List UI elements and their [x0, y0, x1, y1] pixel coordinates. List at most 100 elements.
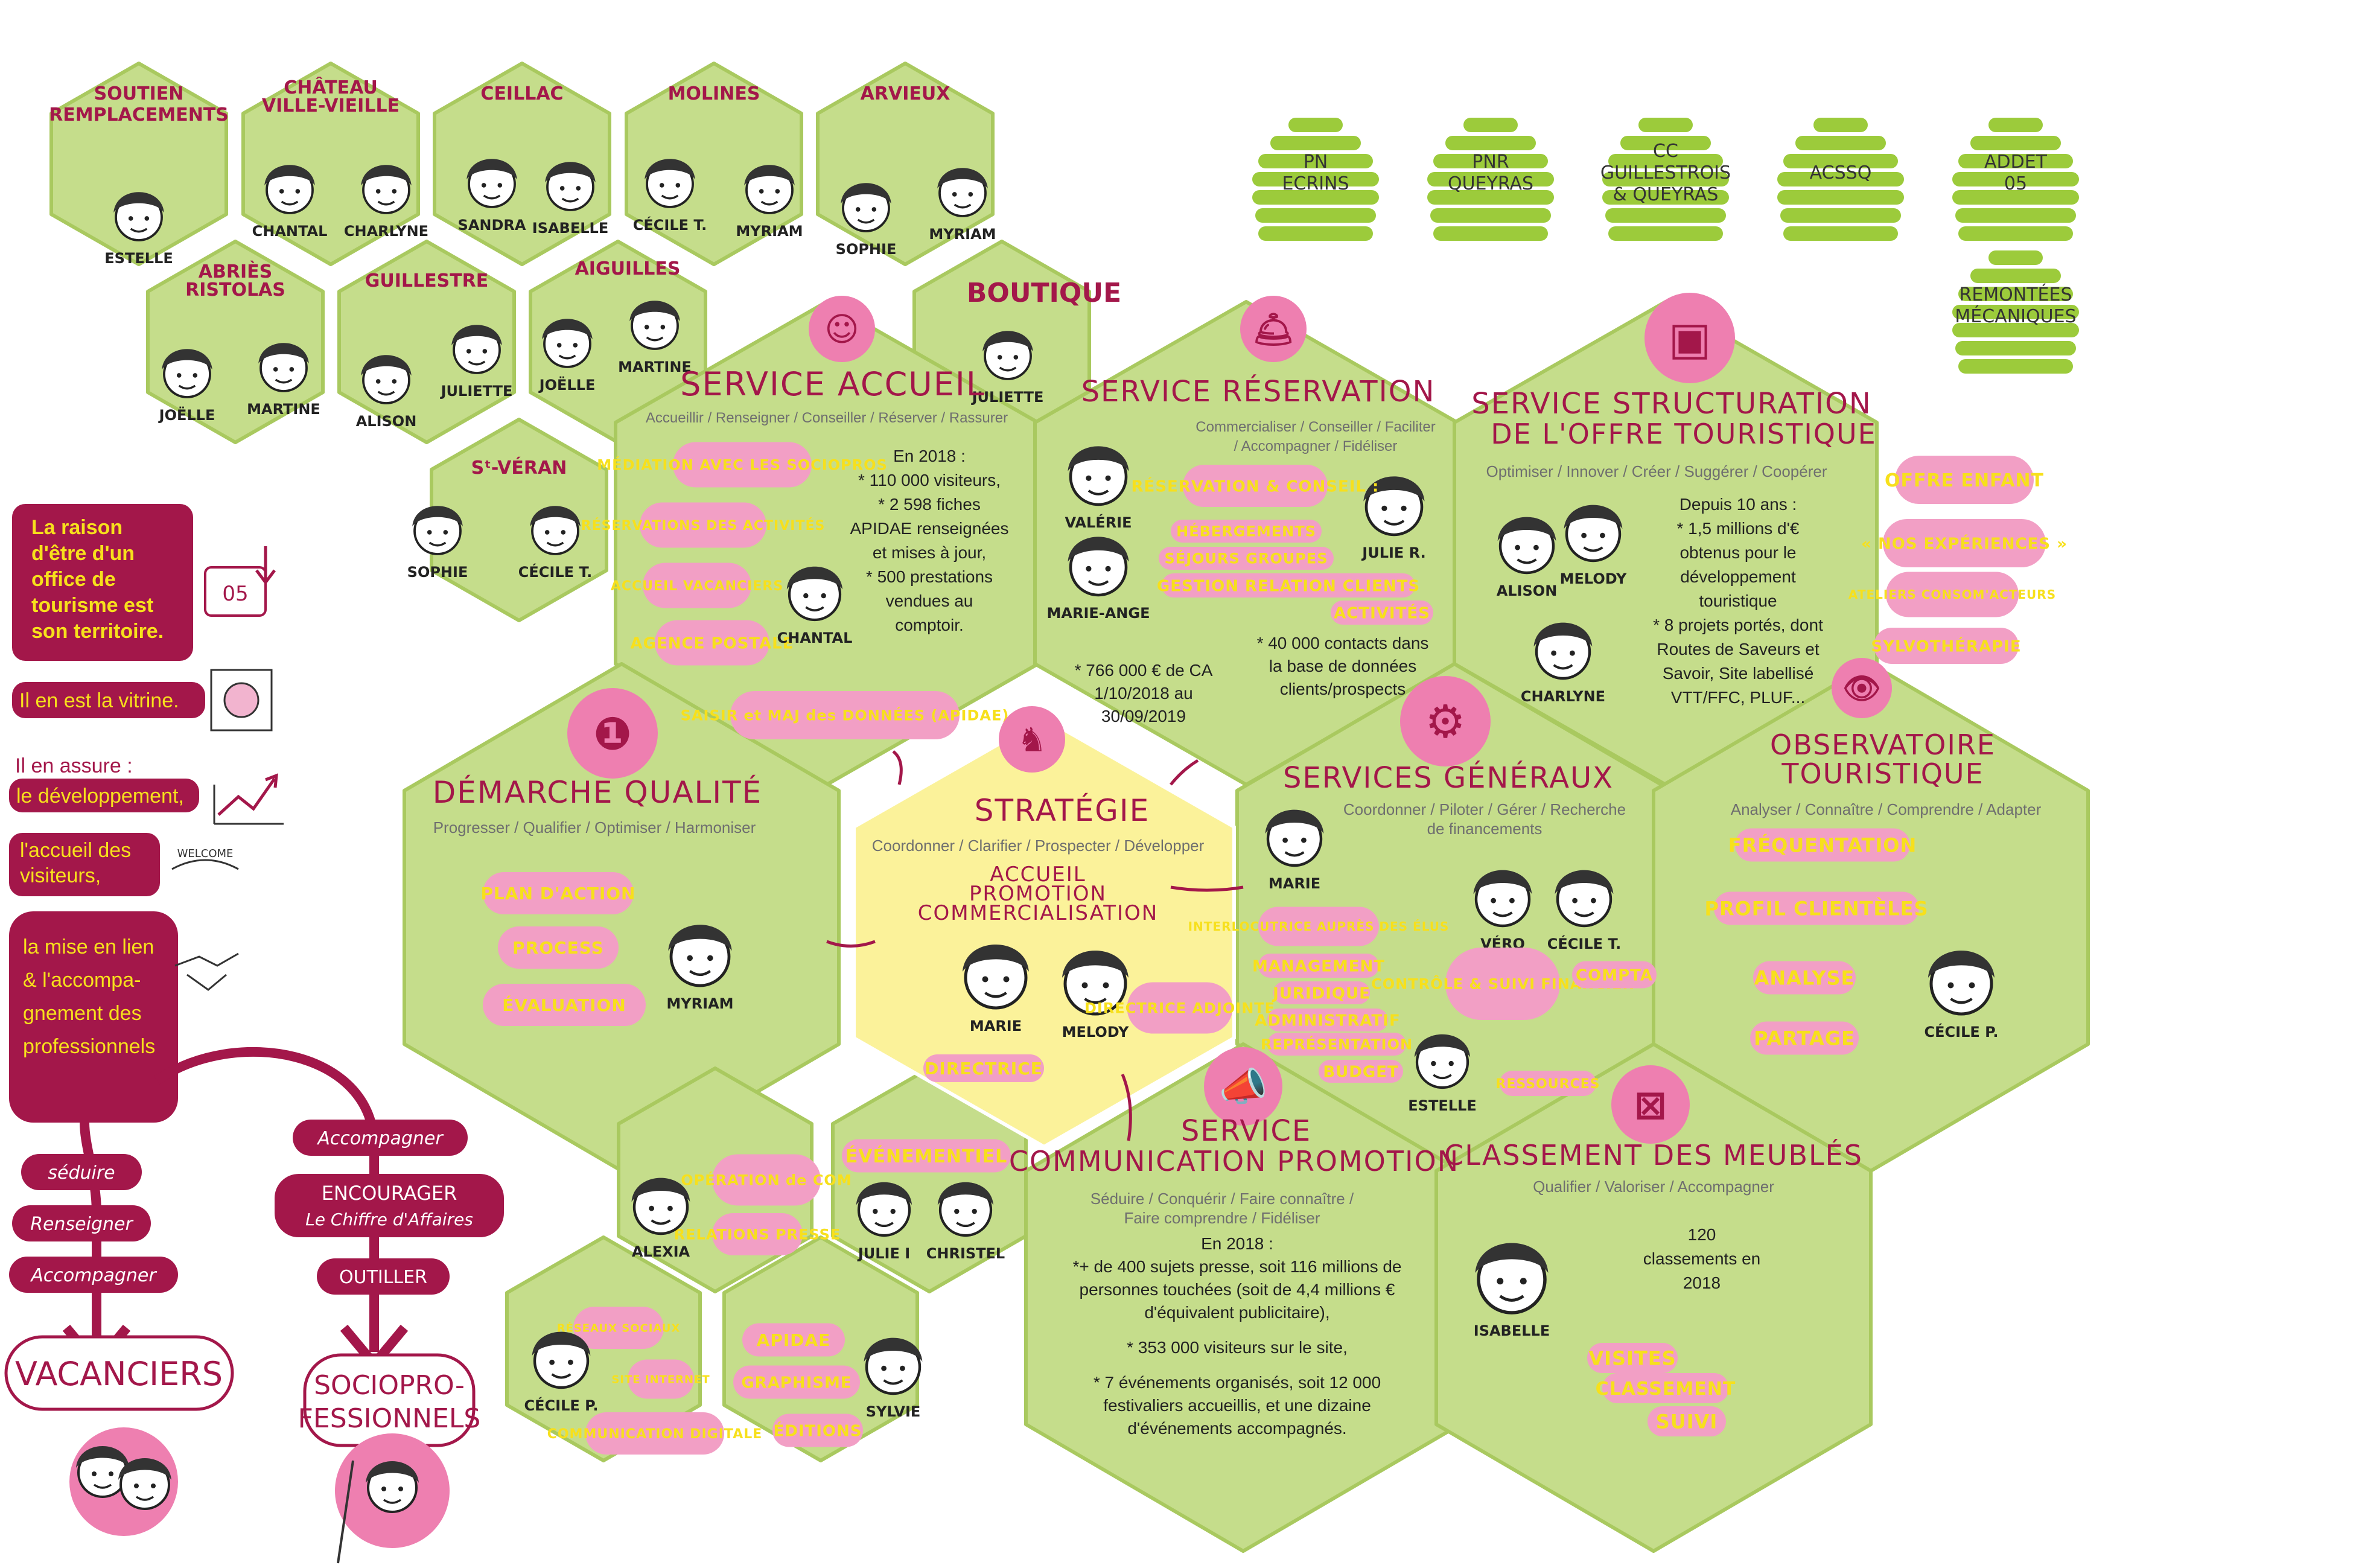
- arrow-to-generaux: [1170, 885, 1244, 892]
- cell-title: ABRIÈS: [199, 261, 272, 282]
- hex-strategie: [852, 716, 1236, 1149]
- tag-sejours: SÉJOURS GROUPES: [1159, 547, 1334, 570]
- person-portrait: CÉCILE T.: [1547, 870, 1621, 952]
- pill-label: VISITES: [1588, 1347, 1676, 1370]
- hive-band: [1952, 305, 2079, 319]
- welcome-icon: WELCOME: [171, 847, 239, 870]
- tag-suivi: SUIVI: [1648, 1406, 1726, 1436]
- section-subtitle: / Accompagner / Fidéliser: [1234, 438, 1398, 454]
- stat-line: Savoir, Site labellisé: [1663, 664, 1814, 683]
- person-name: ALISON: [356, 413, 417, 430]
- hive-band: [1952, 323, 2079, 337]
- face-icon: [1068, 537, 1129, 595]
- face-icon: [1534, 623, 1593, 678]
- cell-title: Sᵗ-VÉRAN: [471, 457, 567, 479]
- person-portrait: CHARLYNE: [344, 164, 428, 240]
- section-title: SERVICES GÉNÉRAUX: [1283, 760, 1614, 795]
- person-portrait: CHANTAL: [777, 567, 852, 646]
- tag-directrice-adjointe: DIRECTRICE ADJOINTE: [1084, 982, 1275, 1034]
- pill-label: RÉSEAUX SOCIAUX: [557, 1321, 681, 1334]
- outiller-pill: [317, 1258, 450, 1295]
- icon-bg: [1611, 1065, 1690, 1144]
- hive-band: [1258, 226, 1373, 241]
- icon-bg: [1644, 293, 1735, 383]
- pill-label: SAISIR et MAJ des DONNÉES (APIDAE): [681, 707, 1010, 724]
- pill-label: COMPTA: [1576, 966, 1653, 984]
- hive-band: [1427, 190, 1554, 205]
- face-icon: [1928, 951, 1995, 1014]
- hive-label: & QUEYRAS: [1613, 184, 1719, 205]
- stat-line: VTT/FFC, PLUF...: [1671, 688, 1805, 707]
- stat-line: personnes touchées (soit de 4,4 millions…: [1080, 1280, 1395, 1299]
- face-icon: [1498, 517, 1556, 573]
- pill-label: GRAPHISME: [741, 1374, 852, 1392]
- pill-label: COMMUNICATION DIGITALE: [547, 1427, 763, 1442]
- tag-saisir: SAISIR et MAJ des DONNÉES (APIDAE): [681, 691, 1010, 739]
- stat-line: * 40 000 contacts dans: [1257, 634, 1429, 652]
- person-portrait: ESTELLE: [1408, 1034, 1477, 1114]
- pill-bg: [1162, 573, 1415, 598]
- accueil-box: [9, 833, 160, 896]
- pill-bg: [1886, 572, 2019, 617]
- stat-line: 120: [1688, 1225, 1716, 1244]
- pill-label: CLASSEMENT: [1596, 1378, 1736, 1400]
- person-portrait: MELODY: [1062, 951, 1129, 1041]
- hexagon-grid: [49, 62, 2090, 1553]
- pill-bg: [585, 1412, 724, 1455]
- seduire-pill: [21, 1154, 142, 1190]
- cell-title: AIGUILLES: [575, 258, 681, 279]
- person-name: MARIE-ANGE: [1047, 605, 1150, 622]
- face-icon: [632, 1178, 690, 1234]
- pill-bg: [1273, 981, 1370, 1004]
- pill-bg: [1171, 520, 1322, 543]
- pill-bg: [742, 1323, 845, 1357]
- person-name: CÉCILE T.: [518, 563, 592, 581]
- hive-band: [1988, 250, 2043, 265]
- pill-bg: [1159, 547, 1334, 570]
- tag-compta: COMPTA: [1572, 961, 1657, 989]
- tag-analyse: ANALYSE: [1753, 961, 1856, 995]
- pill-bg: [483, 984, 646, 1026]
- pill-bg: [1258, 954, 1379, 978]
- person-name: MARIE: [970, 1018, 1022, 1034]
- hive-band: [1638, 118, 1693, 132]
- svg-text:WELCOME: WELCOME: [177, 847, 234, 860]
- icon-glyph: 📣: [1219, 1065, 1268, 1110]
- stat-line: * 7 événements organisés, soit 12 000: [1094, 1373, 1381, 1392]
- tag-editions: ÉDITIONS: [772, 1413, 863, 1447]
- icon-bg: [1240, 296, 1307, 362]
- hive-band: [1795, 136, 1886, 150]
- strategie-line: COMMERCIALISATION: [918, 901, 1158, 925]
- pill-label: ACCUEIL VACANCIERS: [611, 579, 783, 594]
- tag-budget: BUDGET: [1319, 1060, 1403, 1083]
- person-portrait: ISABELLE: [532, 161, 608, 237]
- hive-band: [1970, 269, 2061, 283]
- person-name: ALISON: [1497, 582, 1558, 599]
- pill-bg: [483, 872, 634, 914]
- person-portrait: CHRISTEL: [926, 1182, 1005, 1262]
- pill-bg: [1127, 982, 1233, 1034]
- section-title: TOURISTIQUE: [1781, 757, 1984, 790]
- tag-offre-enfant: OFFRE ENFANT: [1885, 456, 2043, 504]
- hive-label: ADDET: [1984, 151, 2048, 173]
- stat-line: clients/prospects: [1280, 680, 1406, 698]
- icon-bg: [809, 296, 875, 362]
- accueil-text: l'accueil des visiteurs,: [20, 839, 137, 887]
- face-icon: [787, 567, 842, 620]
- pill-label: JURIDIQUE: [1272, 984, 1371, 1002]
- vacanciers-box: [4, 1335, 234, 1411]
- strategie-line: PROMOTION: [969, 882, 1107, 906]
- person-portrait: ALISON: [356, 354, 417, 430]
- pill-label: APIDAE: [757, 1330, 831, 1350]
- pill-label: RELATIONS PRESSE: [674, 1226, 841, 1243]
- person-name: CÉCILE P.: [1925, 1023, 1999, 1041]
- person-name: CHARLYNE: [344, 223, 428, 240]
- hive-band: [1288, 118, 1343, 132]
- section-title: STRATÉGIE: [975, 792, 1150, 828]
